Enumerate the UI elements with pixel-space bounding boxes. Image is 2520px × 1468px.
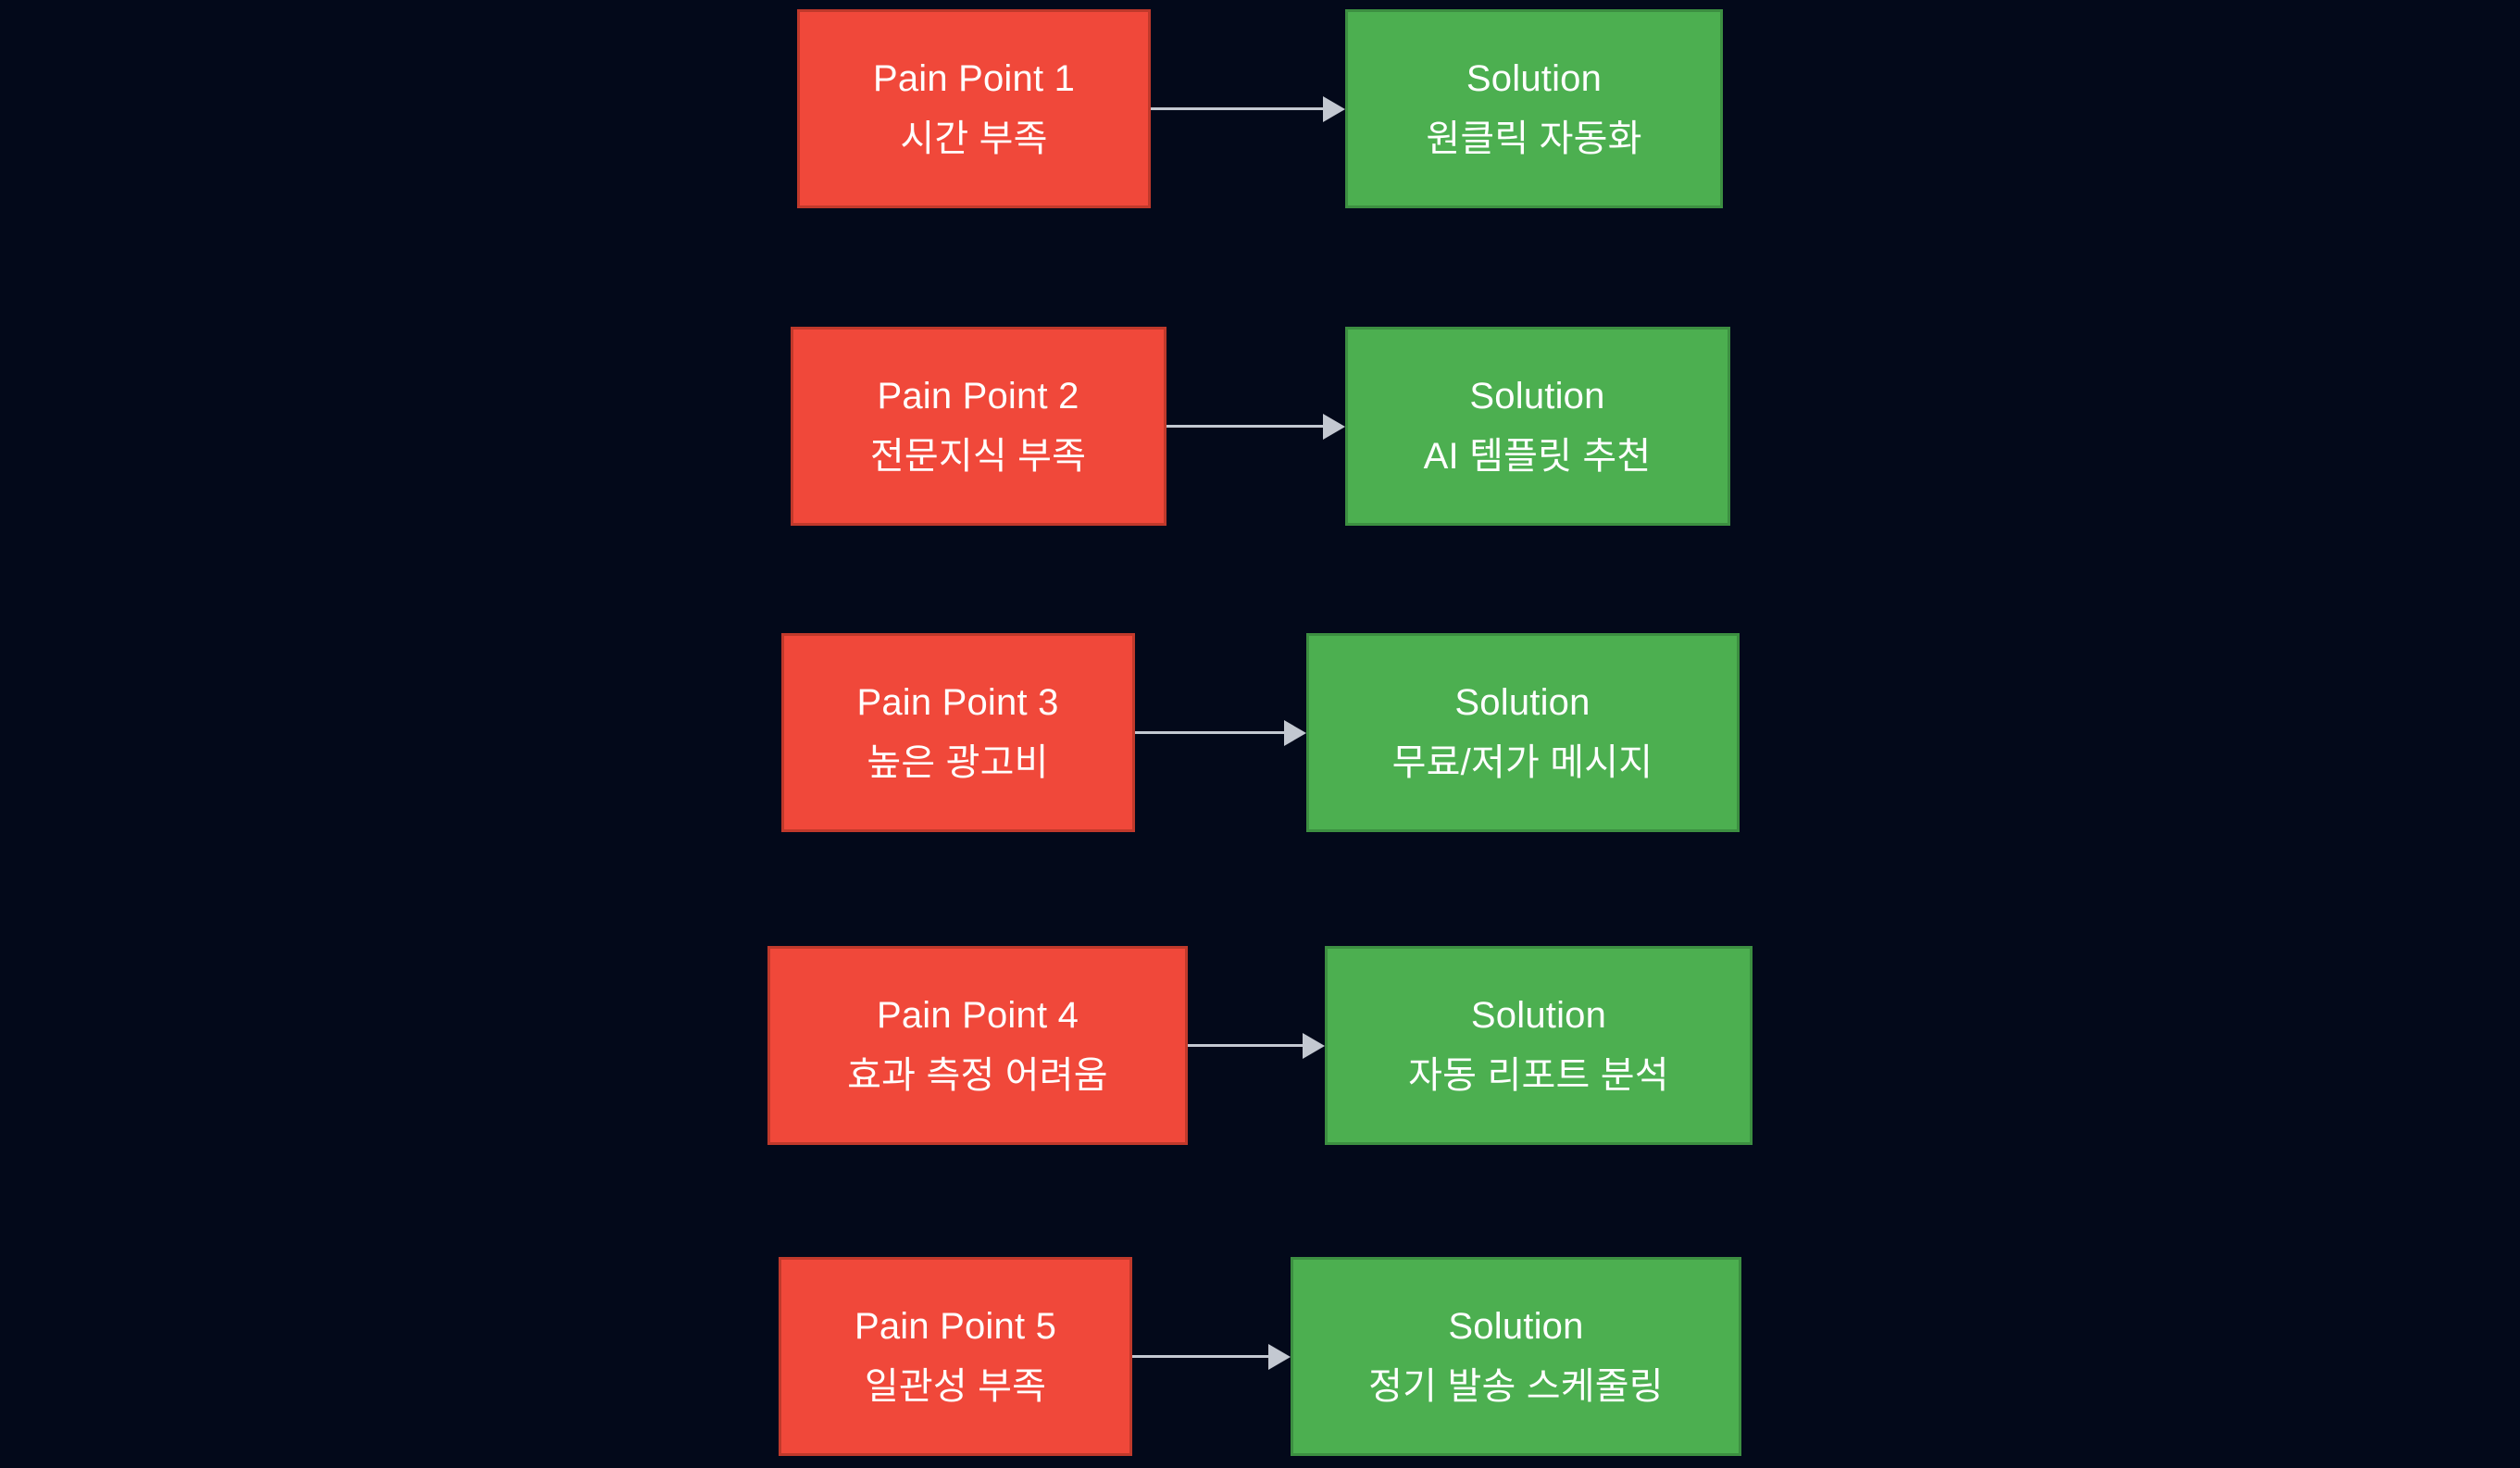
flow-arrow xyxy=(1151,95,1345,123)
pain-point-subtitle: 효과 측정 어려움 xyxy=(847,1054,1108,1096)
solution-title: Solution xyxy=(1448,1305,1584,1347)
pain-point-node[interactable]: Pain Point 5 일관성 부족 xyxy=(779,1257,1132,1456)
arrow-head-icon xyxy=(1283,719,1306,746)
arrow-line xyxy=(1132,1355,1269,1358)
flow-row: Pain Point 3 높은 광고비 Solution 무료/저가 메시지 xyxy=(0,633,2520,832)
flow-row: Pain Point 4 효과 측정 어려움 Solution 자동 리포트 분석 xyxy=(0,946,2520,1145)
arrow-line xyxy=(1151,107,1324,110)
arrow-line xyxy=(1166,425,1324,428)
flow-arrow xyxy=(1132,1343,1291,1371)
pain-point-subtitle: 일관성 부족 xyxy=(864,1365,1047,1407)
pain-point-title: Pain Point 2 xyxy=(877,375,1079,417)
pain-point-title: Pain Point 1 xyxy=(872,57,1076,99)
flow-row: Pain Point 1 시간 부족 Solution 원클릭 자동화 xyxy=(0,9,2520,208)
solution-title: Solution xyxy=(1469,375,1605,417)
solution-node[interactable]: Solution 정기 발송 스케줄링 xyxy=(1291,1257,1741,1456)
pain-point-subtitle: 시간 부족 xyxy=(900,118,1048,159)
pain-point-title: Pain Point 5 xyxy=(854,1305,1057,1347)
flow-row: Pain Point 5 일관성 부족 Solution 정기 발송 스케줄링 xyxy=(0,1257,2520,1456)
flow-arrow xyxy=(1188,1032,1325,1060)
solution-subtitle: 원클릭 자동화 xyxy=(1426,118,1642,159)
solution-subtitle: AI 템플릿 추천 xyxy=(1423,435,1652,477)
pain-point-node[interactable]: Pain Point 2 전문지식 부족 xyxy=(790,327,1166,526)
solution-node[interactable]: Solution AI 템플릿 추천 xyxy=(1344,327,1730,526)
arrow-head-icon xyxy=(1323,95,1345,122)
pain-point-subtitle: 전문지식 부족 xyxy=(869,435,1087,477)
solution-subtitle: 무료/저가 메시지 xyxy=(1391,741,1653,783)
pain-point-node[interactable]: Pain Point 3 높은 광고비 xyxy=(780,633,1135,832)
solution-subtitle: 자동 리포트 분석 xyxy=(1408,1054,1669,1096)
pain-point-title: Pain Point 3 xyxy=(856,681,1059,723)
arrow-line xyxy=(1188,1044,1304,1047)
solution-title: Solution xyxy=(1470,994,1607,1036)
pain-point-title: Pain Point 4 xyxy=(876,994,1079,1036)
pain-point-node[interactable]: Pain Point 4 효과 측정 어려움 xyxy=(767,946,1188,1145)
solution-title: Solution xyxy=(1454,681,1591,723)
solution-title: Solution xyxy=(1466,57,1603,99)
arrow-head-icon xyxy=(1268,1343,1291,1370)
arrow-head-icon xyxy=(1303,1032,1325,1059)
solution-node[interactable]: Solution 무료/저가 메시지 xyxy=(1305,633,1740,832)
flow-row: Pain Point 2 전문지식 부족 Solution AI 템플릿 추천 xyxy=(0,327,2520,526)
flow-arrow xyxy=(1134,719,1306,747)
pain-point-subtitle: 높은 광고비 xyxy=(867,741,1049,783)
arrow-line xyxy=(1134,731,1285,734)
pain-point-node[interactable]: Pain Point 1 시간 부족 xyxy=(797,9,1151,208)
flow-arrow xyxy=(1166,413,1345,441)
solution-subtitle: 정기 발송 스케줄링 xyxy=(1368,1365,1664,1407)
solution-node[interactable]: Solution 자동 리포트 분석 xyxy=(1325,946,1753,1145)
arrow-head-icon xyxy=(1322,413,1345,440)
solution-node[interactable]: Solution 원클릭 자동화 xyxy=(1345,9,1723,208)
